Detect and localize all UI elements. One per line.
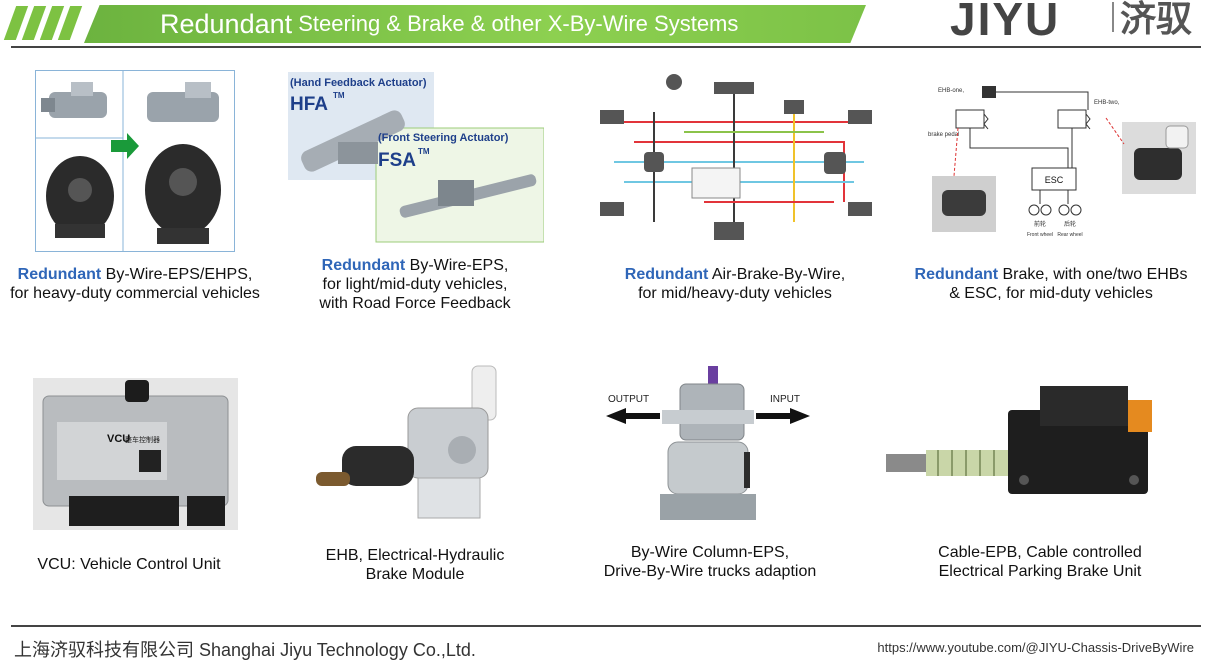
caption-hfa-fsa: Redundant By-Wire-EPS, for light/mid-dut… [285,256,545,313]
caption-line: Brake, with one/two EHBs [998,266,1188,283]
footer-divider [11,625,1201,627]
caption-cable-epb: Cable-EPB, Cable controlled Electrical P… [900,543,1180,581]
caption-ehb-module: EHB, Electrical-Hydraulic Brake Module [285,546,545,584]
caption-highlight: Redundant [624,266,709,283]
input-arrow [756,408,810,424]
caption-air-brake: Redundant Air-Brake-By-Wire, for mid/hea… [600,265,870,303]
front-wheel-cn: 前轮 [1034,220,1046,228]
caption-line: Drive-By-Wire trucks adaption [603,563,817,580]
caption-line: By-Wire-EPS/EHPS, [101,266,253,283]
ehb-one-label: EHB-one, [938,88,964,94]
caption-line: for mid/heavy-duty vehicles [638,285,832,302]
front-wheel: Front wheel [1027,232,1053,238]
panel-cable-epb [884,380,1162,500]
caption-column-eps: By-Wire Column-EPS, Drive-By-Wire trucks… [580,543,840,581]
fsa-tm: TM [418,147,430,156]
panel-air-brake [594,72,878,244]
input-label: INPUT [770,394,800,405]
caption-line: By-Wire-EPS, [405,257,509,274]
rear-wheel-cn: 后轮 [1064,220,1076,228]
caption-line: for heavy-duty commercial vehicles [10,285,260,302]
esc-label: ESC [1045,175,1064,185]
ehb-esc-diagram: ESC 前轮 后轮 Front wheel Rear wheel EHB-one… [928,78,1200,244]
vcu-label: VCU [107,433,130,445]
caption-line: with Road Force Feedback [319,295,511,312]
company-name: 上海济驭科技有限公司 Shanghai Jiyu Technology Co.,… [14,640,476,660]
caption-highlight: Redundant [17,266,102,283]
panel-ehb-esc: ESC 前轮 后轮 Front wheel Rear wheel EHB-one… [928,78,1200,244]
fsa-label: FSA [378,150,416,171]
caption-ehb-esc: Redundant Brake, with one/two EHBs & ESC… [900,265,1202,303]
panel-hfa-fsa: (Hand Feedback Actuator) HFA TM (Front S… [288,70,545,244]
hfa-tm: TM [333,91,345,100]
caption-line: Air-Brake-By-Wire, [708,266,846,283]
brake-pedal-label: brake pedal [928,132,959,138]
panel-column-eps: OUTPUT INPUT [604,362,812,530]
rear-wheel: Rear wheel [1057,232,1082,238]
vcu-label-cn: 整车控制器 [125,435,160,444]
output-arrow [606,408,660,424]
caption-highlight: Redundant [321,257,406,274]
logo-chinese: 济驭 [1120,0,1193,38]
panel-eps-ehps [35,70,235,252]
hfa-caption: (Hand Feedback Actuator) [290,77,427,89]
output-label: OUTPUT [608,394,649,405]
caption-line: Brake Module [365,566,465,583]
youtube-url[interactable]: https://www.youtube.com/@JIYU-Chassis-Dr… [877,640,1194,655]
logo-separator [1112,2,1114,32]
fsa-caption: (Front Steering Actuator) [378,132,509,144]
panel-vcu: VCU 整车控制器 [33,378,238,530]
caption-eps-ehps: Redundant By-Wire-EPS/EHPS, for heavy-du… [5,265,265,303]
caption-line: Cable-EPB, Cable controlled [938,544,1142,561]
header: Redundant Steering & Brake & other X-By-… [0,0,1208,50]
header-divider [11,46,1201,48]
vcu-image: VCU 整车控制器 [33,378,238,530]
title-main: Redundant [160,8,293,39]
eps-ehps-image [35,70,235,252]
hfa-label: HFA [290,94,328,115]
title-rest: Steering & Brake & other X-By-Wire Syste… [292,11,739,36]
cable-epb-image [884,380,1162,500]
title-bar: Redundant Steering & Brake & other X-By-… [84,5,866,43]
caption-highlight: Redundant [914,266,999,283]
panel-ehb-module [312,360,508,530]
ehb-two-label: EHB-two, [1094,100,1120,106]
caption-line: & ESC, for mid-duty vehicles [949,285,1153,302]
caption-line: for light/mid-duty vehicles, [322,276,508,293]
caption-line: Electrical Parking Brake Unit [938,563,1142,580]
air-brake-schematic [594,72,878,244]
caption-line: By-Wire Column-EPS, [630,544,790,561]
hfa-fsa-image: (Hand Feedback Actuator) HFA TM (Front S… [288,72,545,243]
column-eps-image: OUTPUT INPUT [604,362,812,530]
logo-latin: JIYU [950,0,1061,38]
ehb-module-image [312,360,508,530]
header-slashes [3,6,83,40]
caption-vcu: VCU: Vehicle Control Unit [0,555,258,574]
caption-line: VCU: Vehicle Control Unit [37,556,221,573]
caption-line: EHB, Electrical-Hydraulic [325,547,505,564]
